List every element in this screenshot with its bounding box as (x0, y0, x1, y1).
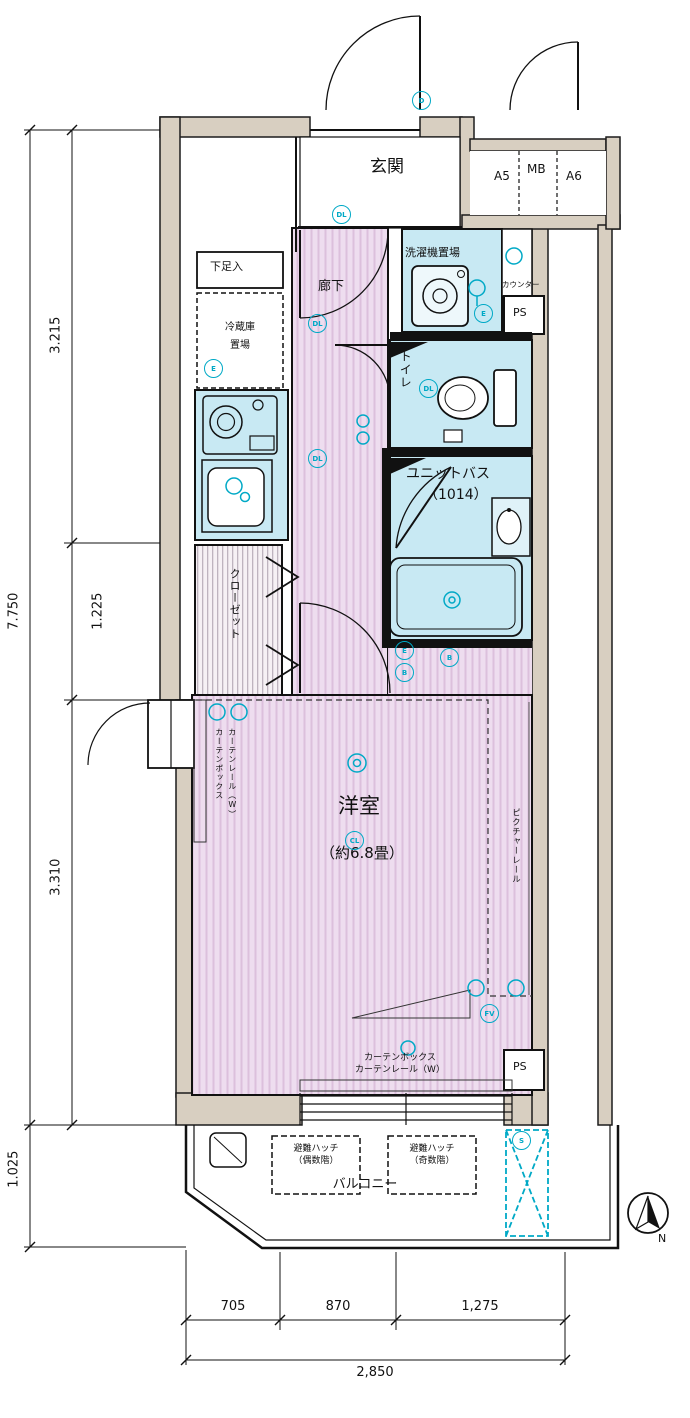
dim-2850: 2,850 (356, 1365, 394, 1380)
unit-bath-label: ユニットバス (406, 466, 490, 482)
hallway-label: 廊下 (318, 279, 345, 294)
stove-icon (202, 395, 278, 455)
ps-top-label: PS (513, 306, 527, 319)
bath-door-leaf (395, 466, 452, 549)
ps-bottom-label: PS (513, 1060, 527, 1073)
curtain-box-bottom (299, 1079, 513, 1092)
laundry-label: 洗濯機置場 (405, 246, 460, 259)
balcony-outline (184, 1125, 620, 1250)
balcony-label: バルコニー (332, 1177, 398, 1192)
dim-1025: 1.025 (6, 1150, 22, 1188)
dim-3310: 3.310 (48, 858, 64, 896)
symbol-outlet-hall: E (395, 641, 414, 660)
symbol-ceiling-light: CL (345, 831, 364, 850)
rails (193, 699, 532, 1092)
hatch-odd-box (387, 1135, 477, 1195)
meter-box-label: MB (527, 162, 546, 176)
symbol-bath-switch: B (395, 663, 414, 682)
symbol-outlet-laundry: E (474, 304, 493, 323)
symbol-door-closer: D (412, 91, 431, 110)
meterbox-room-floor (470, 151, 606, 215)
bath-door-arc (395, 466, 452, 549)
symbol-fan-vent: FV (480, 1004, 499, 1023)
unit-a6-label: A6 (566, 169, 582, 183)
bath-icons (389, 458, 531, 637)
thin-partitions (295, 129, 462, 252)
fridge-label-2: 置場 (230, 340, 250, 351)
compass-n-label: N (658, 1232, 667, 1245)
dim-705: 705 (220, 1299, 246, 1314)
entry-door-arc (325, 15, 421, 111)
closet-bifold-doors (265, 556, 300, 686)
western-room-size-label: （約6.8畳） (320, 844, 404, 862)
symbol-downlight-2: DL (308, 314, 327, 333)
counter-niche (501, 228, 533, 297)
closet-label: クローゼット (228, 568, 242, 640)
washing-machine-icon (411, 265, 469, 327)
symbol-downlight-1: DL (332, 205, 351, 224)
partitions (382, 332, 532, 648)
hatch-even-label-2: （偶数階） (293, 1156, 339, 1166)
left-window (87, 699, 195, 769)
neighbor-door-arc (509, 41, 579, 111)
genkan-label: 玄関 (370, 157, 404, 177)
dim-1275: 1,275 (461, 1299, 499, 1314)
balcony-windows (299, 1093, 513, 1125)
shoe-box-label: 下足入 (210, 260, 243, 273)
toilet-label: トイレ (398, 350, 413, 389)
genkan-floor (299, 136, 461, 229)
meterbox-dividers (518, 151, 558, 215)
toilet-icon (390, 342, 517, 443)
symbol-downlight-toilet: DL (419, 379, 438, 398)
curtain-box-left (193, 699, 207, 843)
dim-3215: 3.215 (48, 316, 64, 354)
hatch-odd-label-1: 避難ハッチ (409, 1144, 455, 1154)
western-room-floor (191, 694, 533, 1096)
sink-icon (201, 459, 273, 533)
curtain-rail-left-label: カーテンレール（W） (227, 728, 237, 819)
unit-bath-size-label: （1014） (424, 487, 488, 503)
symbol-downlight-3: DL (308, 449, 327, 468)
compass-icon (627, 1192, 669, 1234)
kitchen-icons (201, 395, 278, 533)
hallway-floor (291, 227, 389, 696)
symbol-outlet-fridge: E (204, 359, 223, 378)
balcony-partition (505, 1129, 549, 1237)
hatch-even-label-1: 避難ハッチ (293, 1144, 339, 1154)
counter-label: カウンター (502, 280, 540, 289)
picture-rail-label: ピクチャーレール (510, 808, 521, 884)
dim-7750: 7.750 (6, 592, 22, 630)
toilet-door-arc (334, 344, 391, 401)
hatch-even-box (271, 1135, 361, 1195)
bathtub-icon (389, 557, 523, 637)
dimension-lines (24, 124, 571, 1366)
symbol-balcony-drain: S (512, 1131, 531, 1150)
ps-bottom-box (503, 1049, 545, 1091)
curtain-rail-bottom-label: カーテンレール（W） (355, 1065, 445, 1075)
curtain-box-bottom-label: カーテンボックス (364, 1053, 436, 1063)
shoe-box (196, 251, 284, 289)
paper-holder-icon (443, 429, 463, 443)
western-room-label: 洋室 (338, 794, 380, 818)
fridge-label-1: 冷蔵庫 (225, 322, 255, 333)
utility-symbols (208, 247, 525, 1056)
hatch-odd-label-2: （奇数階） (409, 1156, 455, 1166)
unit-a5-label: A5 (494, 169, 510, 183)
ceiling-dashed-line (196, 699, 532, 997)
closet-floor (194, 544, 283, 696)
curtain-box-left-label: カーテンボックス (214, 728, 224, 800)
symbol-bath-light: B (440, 648, 459, 667)
room-door-arc (299, 602, 391, 694)
beam-mark (351, 989, 471, 1019)
dim-1225: 1.225 (90, 592, 106, 630)
doors (265, 15, 579, 694)
dim-870: 870 (325, 1299, 351, 1314)
